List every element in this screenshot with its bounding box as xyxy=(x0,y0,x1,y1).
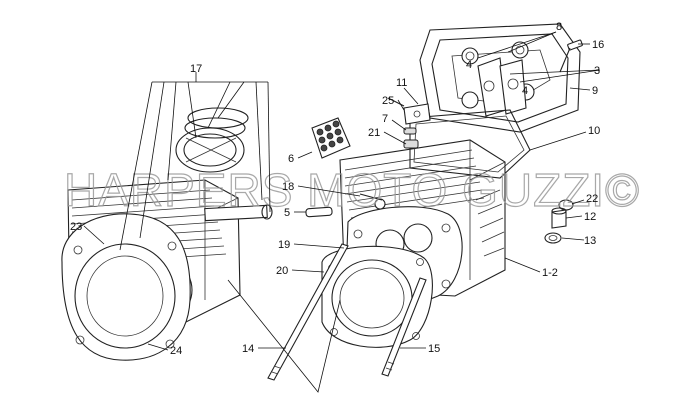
callout-25: 25 xyxy=(382,95,394,107)
callout-9: 9 xyxy=(592,85,598,97)
callout-8: 8 xyxy=(556,21,562,33)
callout-18: 18 xyxy=(282,181,294,193)
leader-lines xyxy=(83,31,601,393)
callout-23: 23 xyxy=(70,221,82,233)
callout-4-lower: 4 xyxy=(522,85,528,97)
callout-24: 24 xyxy=(170,345,182,357)
watermark-text: HARPERS MOTO GUZZI© xyxy=(64,164,640,216)
callout-12: 12 xyxy=(584,211,596,223)
callout-21: 21 xyxy=(368,127,380,139)
callout-15: 15 xyxy=(428,343,440,355)
cap-sleeve-washer xyxy=(544,199,574,244)
callout-1-2: 1-2 xyxy=(542,267,558,279)
left-cylinder xyxy=(61,107,273,361)
rocker-cover xyxy=(419,23,581,133)
callout-16: 16 xyxy=(592,39,604,51)
callout-7: 7 xyxy=(382,113,388,125)
short-pins xyxy=(305,193,386,218)
callout-4-upper: 4 xyxy=(466,59,472,71)
callout-19: 19 xyxy=(278,239,290,251)
callout-6: 6 xyxy=(288,153,294,165)
callout-17: 17 xyxy=(190,63,202,75)
bolt-16 xyxy=(559,39,583,73)
small-hardware xyxy=(387,97,431,149)
valve-spring-cluster xyxy=(311,117,351,159)
rocker-gasket xyxy=(409,109,531,179)
long-studs xyxy=(267,243,427,381)
callout-labels: 17 8 16 4 4 3 9 11 25 7 21 10 6 18 5 22 … xyxy=(70,21,604,357)
callout-10: 10 xyxy=(588,125,600,137)
callout-13: 13 xyxy=(584,235,596,247)
callout-3: 3 xyxy=(594,65,600,77)
callout-14: 14 xyxy=(242,343,254,355)
callout-22: 22 xyxy=(586,193,598,205)
callout-20: 20 xyxy=(276,265,288,277)
callout-5: 5 xyxy=(284,207,290,219)
callout-11: 11 xyxy=(396,77,407,89)
